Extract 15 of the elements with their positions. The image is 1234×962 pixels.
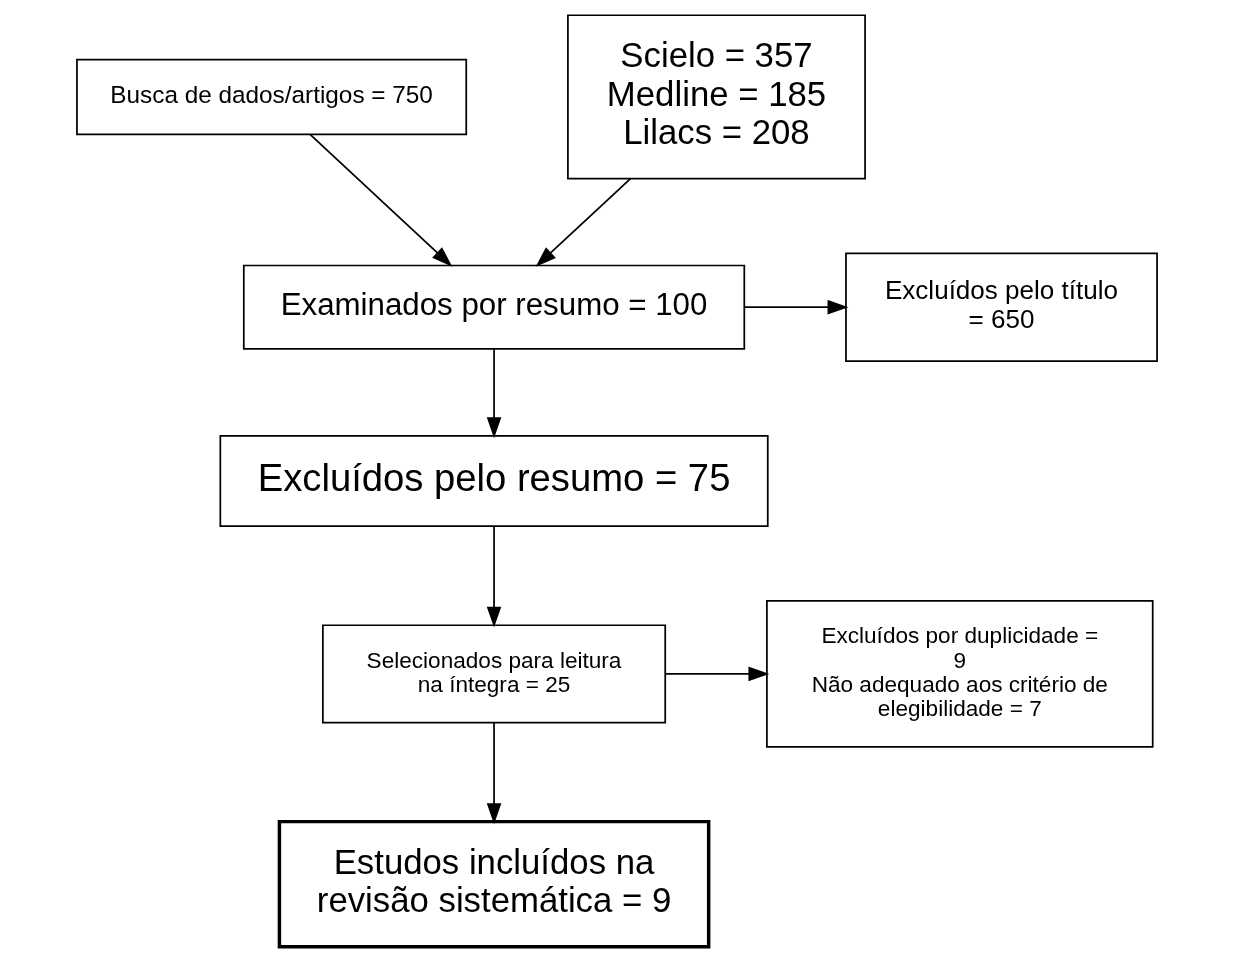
arrow xyxy=(743,299,849,315)
node-box: Estudos incluídos na revisão sistemática = 9 xyxy=(277,819,711,949)
arrow xyxy=(664,666,770,682)
arrow xyxy=(486,721,502,825)
node-box: Scielo = 357 Medline = 185 Lilacs = 208 xyxy=(567,14,866,180)
node-box: Excluídos por duplicidade = 9 Não adequado aos critério de elegibilidade = 7 xyxy=(766,600,1154,748)
node-box: Selecionados para leitura na íntegra = 25 xyxy=(322,624,667,724)
node-box: Excluídos pelo título = 650 xyxy=(845,252,1158,362)
node-box: Excluídos pelo resumo = 75 xyxy=(219,434,769,528)
arrow xyxy=(309,133,453,267)
arrow xyxy=(535,177,632,267)
arrow xyxy=(486,525,502,628)
node-box: Examinados por resumo = 100 xyxy=(242,264,746,350)
node-box: Busca de dados/artigos = 750 xyxy=(76,58,468,136)
arrow xyxy=(486,348,502,439)
